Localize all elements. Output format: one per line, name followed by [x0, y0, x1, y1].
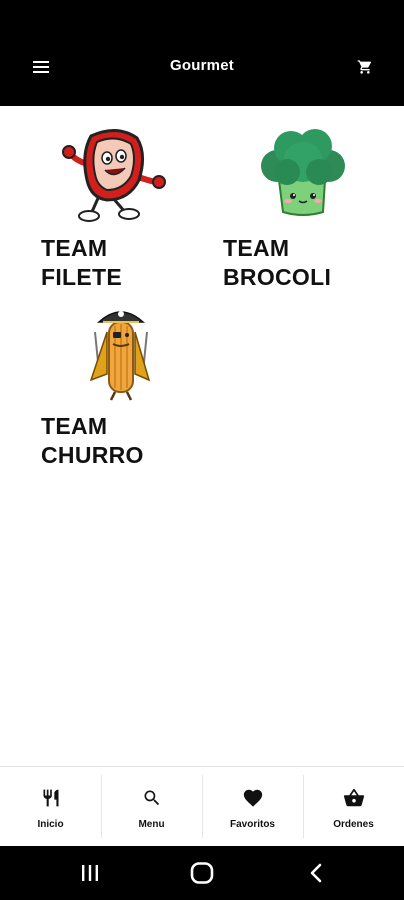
team-label-churro: TEAM CHURRO — [41, 413, 144, 468]
recent-apps-icon — [82, 865, 98, 881]
fork-knife-icon — [43, 789, 58, 807]
cart-button[interactable] — [354, 56, 376, 78]
team-label-brocoli: TEAM BROCOLI — [223, 235, 332, 290]
app-header: Gourmet — [0, 0, 404, 106]
menu-button[interactable] — [30, 56, 52, 78]
team-label-filete: TEAM FILETE — [41, 235, 123, 290]
hamburger-menu-icon — [33, 61, 49, 73]
steak-character-illustration — [62, 129, 166, 222]
team-card-brocoli[interactable]: TEAM BROCOLI — [223, 124, 393, 290]
team-card-filete[interactable]: TEAM FILETE — [41, 124, 211, 290]
back-icon — [310, 863, 322, 883]
shopping-cart-icon — [357, 60, 372, 74]
team-grid: TEAM FILETE TEAM BROCOLI — [0, 106, 404, 766]
churro-pirate-character-illustration — [89, 311, 151, 401]
bottom-navigation: Inicio Menu Favoritos Ordenes — [0, 766, 404, 846]
nav-label-ordenes: Ordenes — [333, 819, 374, 830]
page-title: Gourmet — [170, 57, 234, 74]
nav-item-favoritos[interactable]: Favoritos — [202, 767, 303, 846]
home-icon — [190, 862, 214, 884]
nav-label-menu: Menu — [138, 819, 165, 830]
system-navigation-bar — [0, 846, 404, 900]
nav-label-inicio: Inicio — [37, 819, 64, 830]
team-card-churro[interactable]: TEAM CHURRO — [41, 302, 211, 468]
nav-item-ordenes[interactable]: Ordenes — [303, 767, 404, 846]
search-icon — [144, 790, 159, 806]
recent-apps-button[interactable] — [76, 860, 104, 886]
heart-icon — [243, 789, 262, 807]
nav-item-inicio[interactable]: Inicio — [0, 767, 101, 846]
nav-item-menu[interactable]: Menu — [101, 767, 202, 846]
basket-icon — [343, 788, 364, 807]
nav-label-favoritos: Favoritos — [229, 819, 275, 830]
back-button[interactable] — [302, 860, 330, 886]
home-button[interactable] — [188, 860, 216, 886]
broccoli-character-illustration — [261, 129, 345, 216]
